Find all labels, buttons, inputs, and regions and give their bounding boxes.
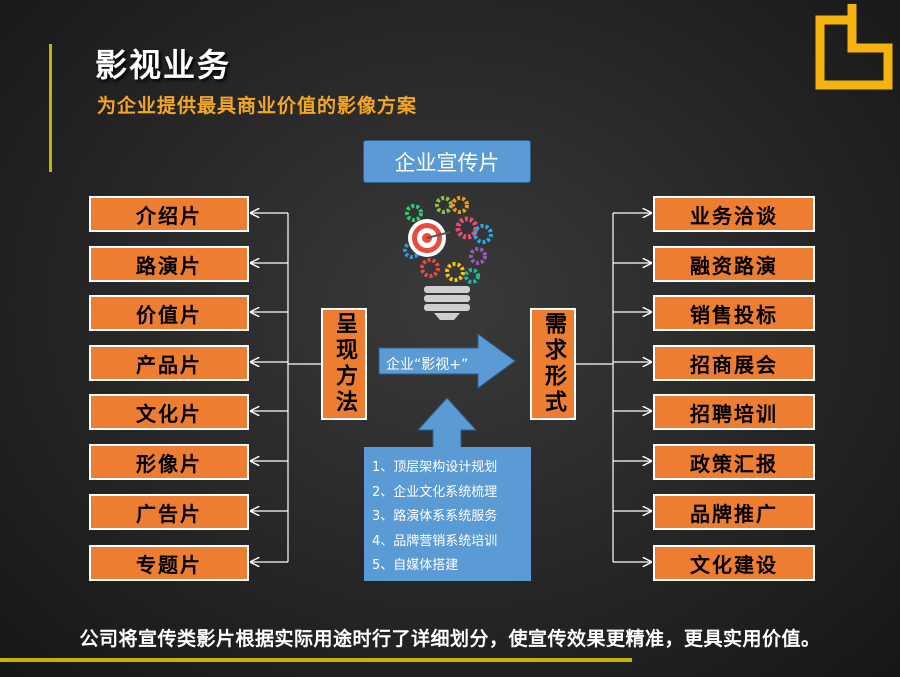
left-item: 产品片 <box>89 345 249 381</box>
service-item: 4、品牌营销系统培训 <box>372 533 498 549</box>
service-item: 2、企业文化系统梳理 <box>372 484 498 500</box>
right-item: 文化建设 <box>653 545 815 581</box>
right-item: 招聘培训 <box>653 394 815 430</box>
right-item: 招商展会 <box>653 345 815 381</box>
service-item: 5、自媒体搭建 <box>372 558 459 574</box>
left-item: 专题片 <box>89 545 249 581</box>
top-label-box: 企业宣传片 <box>363 140 531 183</box>
page-subtitle: 为企业提供最具商业价值的影像方案 <box>97 95 418 117</box>
left-item: 路演片 <box>89 246 249 282</box>
left-hub-box: 呈现方法 <box>321 308 367 420</box>
right-item: 业务洽谈 <box>653 196 815 232</box>
right-item: 品牌推广 <box>653 494 815 530</box>
left-item: 文化片 <box>89 394 249 430</box>
right-item: 销售投标 <box>653 295 815 331</box>
footer-text: 公司将宣传类影片根据实际用途时行了详细划分，使宣传效果更精准，更具实用价值。 <box>79 628 821 650</box>
left-item: 形像片 <box>89 444 249 480</box>
arrow-label: 企业“影视+” <box>386 357 469 373</box>
right-item: 融资路演 <box>653 246 815 282</box>
left-item: 广告片 <box>89 494 249 530</box>
right-hub-box: 需求形式 <box>530 308 576 420</box>
left-item: 价值片 <box>89 295 249 331</box>
page-title: 影视业务 <box>95 46 232 84</box>
left-item: 介绍片 <box>89 196 249 232</box>
service-item: 3、路演体系系统服务 <box>372 509 498 525</box>
right-item: 政策汇报 <box>653 444 815 480</box>
services-list-box: 1、顶层架构设计规划 2、企业文化系统梳理 3、路演体系系统服务 4、品牌营销系… <box>364 447 531 581</box>
footer-accent-line <box>0 658 632 662</box>
service-item: 1、顶层架构设计规划 <box>372 460 498 475</box>
title-accent-line <box>49 44 52 172</box>
